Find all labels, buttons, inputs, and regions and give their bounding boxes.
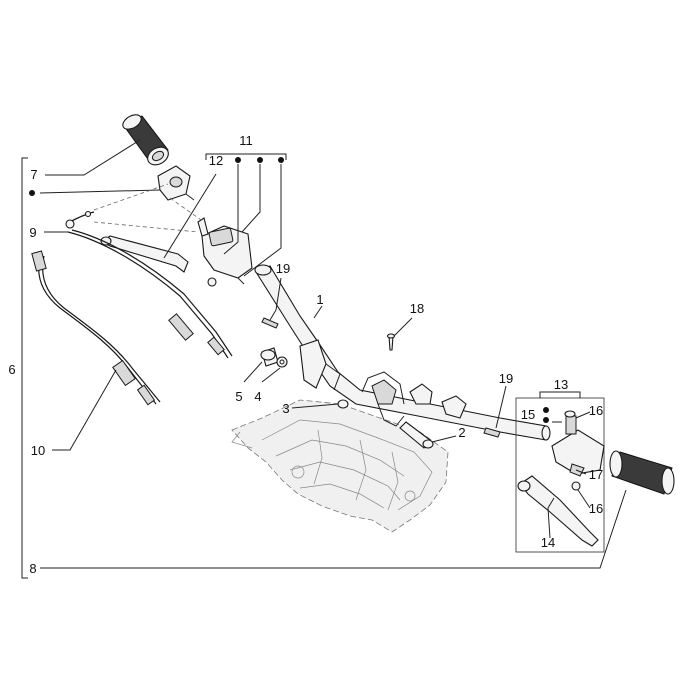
callout-6: 6 [8,362,15,377]
clip-right [483,427,501,438]
washer [276,356,288,368]
callout-19-left: 19 [276,261,290,276]
kit-dot [543,407,549,413]
callout-14: 14 [541,535,555,550]
kit-dot [235,157,241,163]
callout-7: 7 [30,167,37,182]
kit-dot [257,157,263,163]
callout-8: 8 [29,561,36,576]
callout-3: 3 [282,401,289,416]
handlebar [254,264,551,441]
left-grip [122,114,169,166]
callout-13: 13 [554,377,568,392]
callout-17: 17 [589,467,603,482]
callout-16-top: 16 [589,403,603,418]
callout-4: 4 [254,389,261,404]
callout-12: 12 [209,153,223,168]
group-bracket-11 [205,153,287,160]
callout-19-right: 19 [499,371,513,386]
washer-lower [337,399,349,409]
pin [399,421,434,449]
callout-5: 5 [235,389,242,404]
cable-9 [65,210,233,359]
right-master-cylinder [551,410,605,491]
group-bracket-6 [21,157,28,579]
right-grip [609,450,675,495]
kit-dot [543,417,549,423]
callout-11: 11 [239,133,253,148]
right-lever [517,475,599,547]
group-bracket-13 [539,391,581,398]
callout-labels: 1 2 3 4 5 6 7 8 9 10 11 12 13 14 15 16 1… [8,133,603,576]
left-lever [100,235,189,273]
clip-left [261,317,279,329]
right-brake-group-box [515,397,605,553]
leader-lines [39,139,627,569]
kit-dot [29,190,35,196]
callout-18: 18 [410,301,424,316]
frame-body [231,399,449,533]
callout-16-bottom: 16 [589,501,603,516]
cable-10 [31,250,161,406]
callout-15: 15 [521,407,535,422]
callout-9: 9 [29,225,36,240]
throttle-control [157,165,195,201]
callout-1: 1 [316,292,323,307]
callout-10: 10 [31,443,45,458]
kit-dot [278,157,284,163]
callout-2: 2 [458,425,465,440]
screw [386,333,396,351]
spacer [260,347,279,367]
